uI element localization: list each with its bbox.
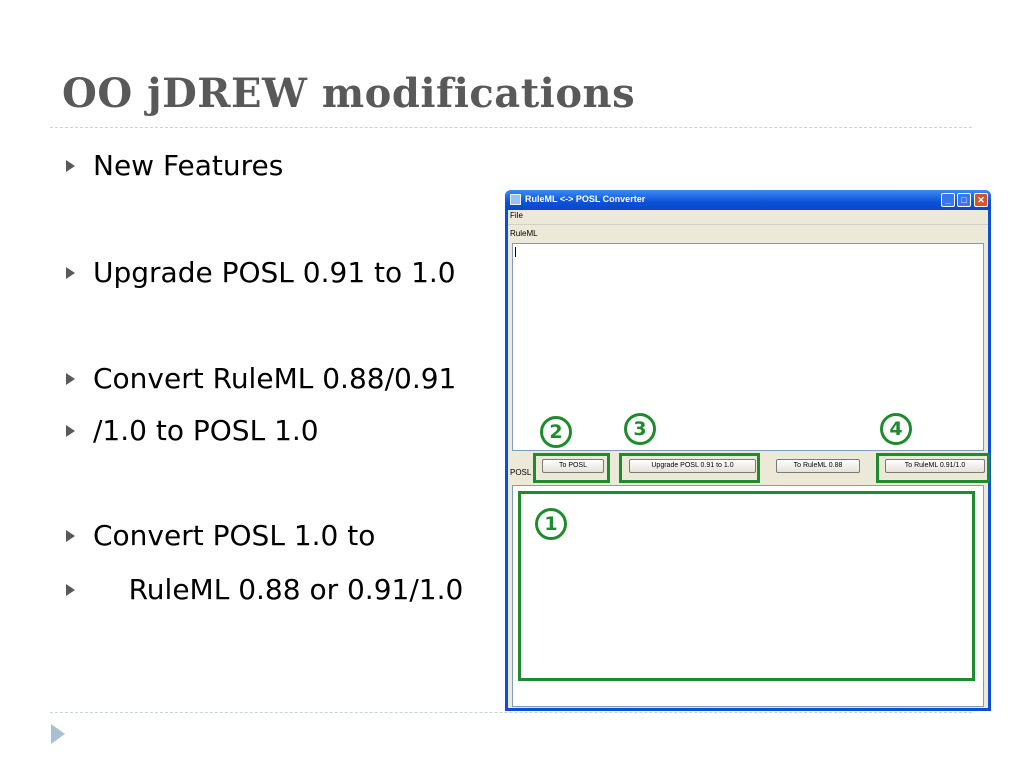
ruleml-label: RuleML — [510, 229, 538, 238]
slide-title: OO jDREW modifications — [62, 70, 636, 117]
to-ruleml-088-button[interactable]: To RuleML 0.88 — [776, 459, 860, 473]
bullet-text: Convert RuleML 0.88/0.91 — [93, 362, 457, 395]
annotation-number-3: 3 — [624, 413, 656, 445]
bullet-text: RuleML 0.88 or 0.91/1.0 — [93, 573, 464, 606]
bullet-arrow-icon — [66, 530, 75, 542]
title-divider — [50, 127, 972, 128]
highlight-to-posl — [533, 453, 610, 483]
window-titlebar[interactable]: RuleML <-> POSL Converter _ □ ✕ — [505, 190, 991, 210]
ruleml-textarea[interactable] — [512, 243, 984, 451]
annotation-number-2: 2 — [540, 416, 572, 448]
maximize-icon[interactable]: □ — [957, 193, 971, 207]
window-client: File RuleML POSL To POSL Upgrade POSL 0.… — [508, 210, 988, 708]
bullet-arrow-icon — [66, 425, 75, 437]
close-icon[interactable]: ✕ — [974, 193, 988, 207]
to-posl-button[interactable]: To POSL — [542, 459, 604, 473]
footer-arrow-icon — [51, 724, 65, 744]
minimize-icon[interactable]: _ — [941, 193, 955, 207]
annotation-number-1: 1 — [535, 508, 567, 540]
bullet-arrow-icon — [66, 584, 75, 596]
posl-textarea[interactable] — [512, 485, 984, 707]
bullet-text: New Features — [93, 149, 284, 182]
window-title: RuleML <-> POSL Converter — [525, 194, 646, 204]
highlight-posl-output — [518, 491, 975, 681]
bullet-arrow-icon — [66, 160, 75, 172]
upgrade-posl-button[interactable]: Upgrade POSL 0.91 to 1.0 — [629, 459, 756, 473]
text-caret — [515, 247, 516, 257]
converter-window: RuleML <-> POSL Converter _ □ ✕ File Rul… — [505, 190, 991, 711]
highlight-upgrade-posl — [619, 453, 760, 483]
bullet-text: Convert POSL 1.0 to — [93, 519, 376, 552]
bullet-text: /1.0 to POSL 1.0 — [93, 414, 319, 447]
to-ruleml-091-button[interactable]: To RuleML 0.91/1.0 — [885, 459, 985, 473]
menubar: File — [508, 210, 988, 225]
footer-divider — [50, 712, 972, 713]
bullet-arrow-icon — [66, 373, 75, 385]
annotation-number-4: 4 — [880, 413, 912, 445]
bullet-arrow-icon — [66, 267, 75, 279]
bullet-text: Upgrade POSL 0.91 to 1.0 — [93, 256, 456, 289]
app-icon — [510, 194, 521, 205]
highlight-to-ruleml-091 — [876, 453, 990, 483]
posl-label: POSL — [510, 468, 532, 477]
menu-file[interactable]: File — [510, 211, 523, 220]
